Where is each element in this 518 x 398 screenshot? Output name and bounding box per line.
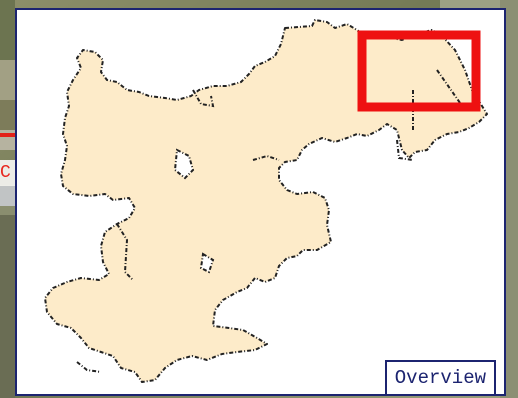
boundary-hole-south [199,252,215,274]
highlighted-road-line [0,133,15,137]
layer-label-fragment: C [0,163,11,183]
boundary-notch-north [192,89,215,108]
overview-map[interactable] [17,10,504,394]
overview-caption: Overview [384,360,496,394]
boundary-notch-east [396,139,414,161]
boundary-hole-central [173,148,195,180]
current-view-extent-box[interactable] [357,30,481,112]
city-boundary-shape [44,19,488,383]
overview-map-panel[interactable]: Overview [15,8,506,396]
boundary-notch-west [116,223,134,281]
boundary-notch-southwest [76,361,102,373]
